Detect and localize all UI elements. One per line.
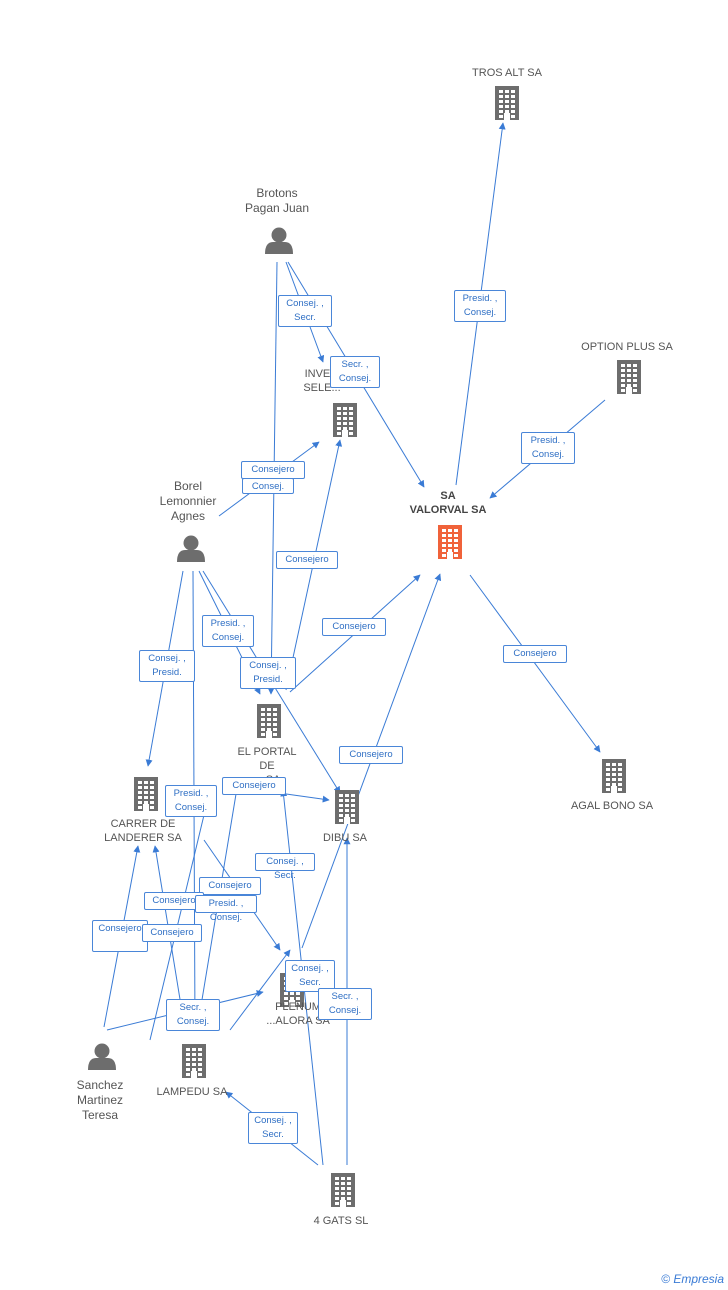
edge-line <box>278 792 330 803</box>
building-icon[interactable] <box>438 525 462 559</box>
edge-label: Consejero <box>322 618 386 636</box>
edge-label: Consej. , Presid. <box>139 650 195 682</box>
edge-label: Consejero <box>339 746 403 764</box>
edge-label: Consej. <box>242 478 294 494</box>
edge-label: Consejero <box>222 777 286 795</box>
building-icon[interactable] <box>602 759 626 793</box>
edge-label: Secr. , Consej. <box>330 356 380 388</box>
node-label-option: OPTION PLUS SA <box>581 341 673 353</box>
edge-label: Consejero <box>92 920 148 952</box>
building-icon[interactable] <box>182 1044 206 1078</box>
edge-label: Consej. , Secr. <box>278 295 332 327</box>
edge-line <box>229 949 291 1031</box>
edge-label: Consej. , Secr. <box>285 960 335 992</box>
node-label-borel: Borel Lemonnier Agnes <box>159 479 217 523</box>
edge-line <box>469 574 601 753</box>
building-icon[interactable] <box>257 704 281 738</box>
edge-label: Secr. , Consej. <box>166 999 220 1031</box>
person-icon[interactable] <box>177 535 205 563</box>
empresia-watermark: © Empresia <box>661 1272 724 1286</box>
node-label-sanchez: Sanchez Martinez Teresa <box>76 1078 124 1122</box>
edge-label: Presid. , Consej. <box>202 615 254 647</box>
node-label-plenum: PLENUM ...ALORA SA <box>266 1001 330 1027</box>
node-label-dibu: DIBU SA <box>322 832 367 844</box>
edge-label: Consejero <box>199 877 261 895</box>
node-label-lampedu: LAMPEDU SA <box>156 1086 228 1098</box>
edge-line <box>149 789 212 1041</box>
building-icon[interactable] <box>495 86 519 120</box>
edge-label: Consejero <box>142 924 202 942</box>
building-icon[interactable] <box>333 403 357 437</box>
edge-label: Consej. , Secr. <box>248 1112 298 1144</box>
edge-label: Consej. , Secr. <box>255 853 315 881</box>
icons-layer <box>88 86 641 1207</box>
edge-label: Secr. , Consej. <box>318 988 372 1020</box>
building-icon[interactable] <box>335 790 359 824</box>
node-label-tros: TROS ALT SA <box>472 67 542 79</box>
edge-label: Consejero <box>276 551 338 569</box>
node-label-carrer: CARRER DE LANDERER SA <box>104 818 182 844</box>
node-label-valorval: SA VALORVAL SA <box>409 490 487 516</box>
edge-label: Presid. , Consej. <box>195 895 257 923</box>
person-icon[interactable] <box>88 1043 116 1071</box>
node-label-brotons: Brotons Pagan Juan <box>244 186 310 215</box>
building-icon[interactable] <box>617 360 641 394</box>
edge-label: Presid. , Consej. <box>454 290 506 322</box>
edge-label: Presid. , Consej. <box>165 785 217 817</box>
person-icon[interactable] <box>265 227 293 255</box>
edge-label: Consej. , Presid. <box>240 657 296 689</box>
edge-label: Consejero <box>503 645 567 663</box>
edge-label: Consejero <box>241 461 305 479</box>
edge-label: Presid. , Consej. <box>521 432 575 464</box>
building-icon[interactable] <box>331 1173 355 1207</box>
node-label-agal: AGAL BONO SA <box>570 800 654 812</box>
building-icon[interactable] <box>134 777 158 811</box>
node-label-gats: 4 GATS SL <box>313 1215 369 1227</box>
